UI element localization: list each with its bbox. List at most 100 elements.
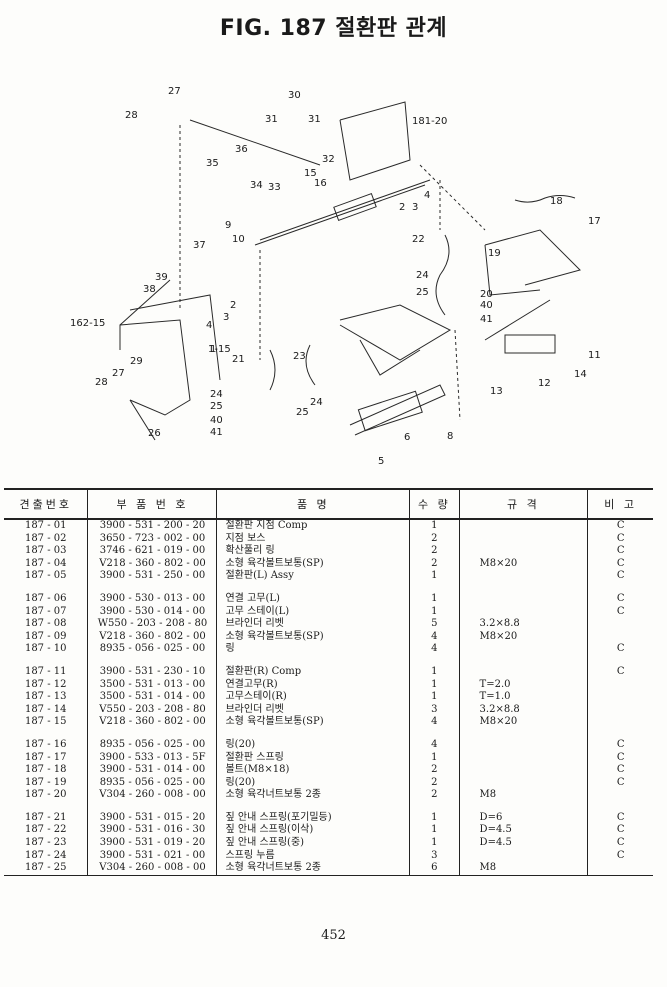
remarks-cell: C <box>587 605 653 619</box>
callout-label: 24 <box>416 270 429 281</box>
part-name-cell: 볼트(M8×18) <box>216 764 410 777</box>
part-number-cell: 8935 - 056 - 025 - 00 <box>87 776 217 790</box>
part-number-cell: 3500 - 531 - 013 - 00 <box>87 678 217 692</box>
empty-cell <box>458 728 588 739</box>
quantity-cell: 1 <box>409 570 460 583</box>
part-number-cell: 3900 - 531 - 250 - 00 <box>87 570 217 583</box>
part-name-cell: 절환판 스프링 <box>216 751 410 765</box>
ref-cell: 187 - 09 <box>24 630 67 642</box>
quantity-cell: 1 <box>409 665 460 679</box>
callout-label: 13 <box>490 386 503 397</box>
callout-label: 3 <box>223 312 229 323</box>
part-number-cell: V218 - 360 - 802 - 00 <box>87 716 217 729</box>
spec-cell <box>458 592 588 606</box>
remarks-cell: C <box>587 824 653 838</box>
spec-cell <box>458 764 588 777</box>
ref-cell: 187 - 17 <box>24 751 67 763</box>
quantity-cell: 1 <box>409 811 460 825</box>
callout-label: 17 <box>588 216 601 227</box>
spec-cell <box>458 849 588 863</box>
part-name-cell: 지점 보스 <box>216 532 410 546</box>
remarks-cell: C <box>587 665 653 679</box>
callout-label: 181-20 <box>412 116 447 127</box>
callout-label: 19 <box>488 248 501 259</box>
part-number-cell: 3900 - 530 - 013 - 00 <box>87 592 217 606</box>
group-separator <box>4 801 653 812</box>
empty-cell <box>87 801 217 812</box>
figure-title: FIG. 187 절환판 관계 <box>219 16 448 41</box>
spec-cell: M8×20 <box>458 716 588 729</box>
callout-label: 9 <box>225 220 231 231</box>
callout-label: 28 <box>95 377 108 388</box>
callout-label: 24 <box>210 389 223 400</box>
quantity-cell: 2 <box>409 532 460 546</box>
part-number-cell: 3900 - 531 - 019 - 20 <box>87 837 217 850</box>
part-name-cell: 소형 육각너트보통 2종 <box>216 862 410 876</box>
spec-cell: T=2.0 <box>458 678 588 692</box>
group-separator <box>4 728 653 739</box>
page-number: 452 <box>321 928 346 943</box>
callout-label: 22 <box>412 234 425 245</box>
ref-cell: 187 - 18 <box>24 764 67 776</box>
remarks-cell: C <box>587 545 653 558</box>
part-number-cell: 3900 - 531 - 200 - 20 <box>87 519 217 533</box>
remarks-cell <box>587 678 653 692</box>
part-name-cell: 짚 안내 스프링(중) <box>216 837 410 850</box>
callout-label: 30 <box>288 90 301 101</box>
ref-cell: 187 - 11 <box>24 665 67 677</box>
quantity-cell: 2 <box>409 764 460 777</box>
part-name-cell: 연결 고무(L) <box>216 592 410 606</box>
spec-cell <box>458 570 588 583</box>
empty-cell <box>4 656 88 666</box>
remarks-cell <box>587 618 653 631</box>
ref-cell: 187 - 15 <box>24 716 67 728</box>
ref-cell: 187 - 03 <box>24 545 67 557</box>
part-name-cell: 고무스테이(R) <box>216 691 410 704</box>
quantity-cell: 2 <box>409 776 460 790</box>
ref-cell: 187 - 16 <box>24 738 67 750</box>
remarks-cell <box>587 862 653 876</box>
part-name-cell: 링 <box>216 643 410 656</box>
callout-label: 39 <box>155 272 168 283</box>
spec-cell: D=4.5 <box>458 824 588 838</box>
ref-cell: 187 - 24 <box>24 849 67 861</box>
part-number-cell: 3900 - 533 - 013 - 5F <box>87 751 217 765</box>
spec-cell: M8×20 <box>458 557 588 571</box>
quantity-cell: 1 <box>409 605 460 619</box>
callout-label: 3 <box>412 202 418 213</box>
callout-label: 1-15 <box>208 344 231 355</box>
part-name-cell: 소형 육각볼트보통(SP) <box>216 630 410 644</box>
empty-cell <box>87 728 217 739</box>
callout-label: 4 <box>424 190 430 201</box>
spec-cell: M8 <box>458 862 588 876</box>
spec-cell <box>458 519 588 533</box>
empty-cell <box>216 655 410 666</box>
part-number-cell: 3900 - 531 - 230 - 10 <box>87 665 217 679</box>
part-name-cell: 절환판(R) Comp <box>216 665 410 679</box>
quantity-cell: 1 <box>409 751 460 765</box>
part-number-cell: 3746 - 621 - 019 - 00 <box>87 545 217 558</box>
part-name-cell: 스프링 누름 <box>216 849 410 863</box>
quantity-cell: 3 <box>409 703 460 717</box>
spec-cell <box>458 751 588 765</box>
remarks-cell: C <box>587 643 653 656</box>
part-name-cell: 브라인더 리벳 <box>216 618 410 631</box>
callout-label: 21 <box>232 354 245 365</box>
part-number-cell: 3500 - 531 - 014 - 00 <box>87 691 217 704</box>
remarks-cell <box>587 716 653 729</box>
remarks-cell <box>587 703 653 717</box>
group-separator <box>4 582 653 593</box>
part-number-cell: 3900 - 531 - 016 - 30 <box>87 824 217 838</box>
remarks-cell: C <box>587 519 653 533</box>
spec-cell: 3.2×8.8 <box>458 703 588 717</box>
remarks-cell: C <box>587 811 653 825</box>
